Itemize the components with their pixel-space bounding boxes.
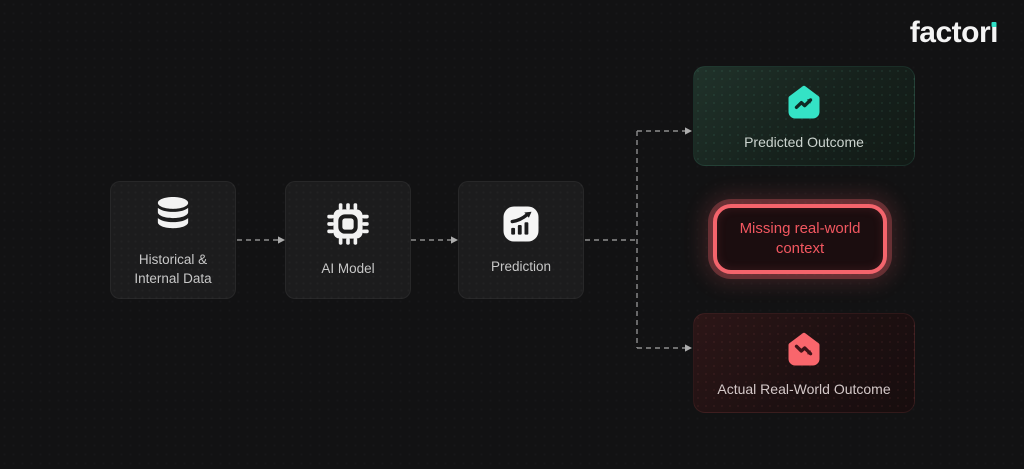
- cpu-chip-icon: [327, 203, 369, 246]
- logo-text: factor: [909, 16, 991, 49]
- house-trend-down-icon: [788, 332, 820, 365]
- node-label: AI Model: [321, 261, 375, 277]
- arrowhead-icon: [685, 127, 692, 135]
- node-actual-outcome: Actual Real-World Outcome: [693, 313, 915, 413]
- arrowhead-icon: [278, 236, 285, 244]
- trending-chart-icon: [503, 206, 539, 242]
- logo-letter-i: ı: [990, 16, 998, 49]
- arrowhead-icon: [685, 344, 692, 352]
- database-icon: [157, 197, 189, 229]
- logo-accent-dot: [991, 22, 997, 27]
- node-prediction: Prediction: [458, 181, 584, 299]
- house-trend-up-icon: [788, 85, 820, 119]
- node-missing-context: Missing real-world context: [713, 204, 887, 274]
- node-label: Actual Real-World Outcome: [717, 380, 891, 397]
- factori-logo: factorı: [909, 16, 999, 49]
- node-predicted-outcome: Predicted Outcome: [693, 66, 915, 166]
- node-label: Predicted Outcome: [744, 133, 864, 150]
- node-label: Prediction: [490, 259, 552, 275]
- node-historical-internal-data: Historical & Internal Data: [110, 181, 236, 299]
- arrowhead-icon: [451, 236, 458, 244]
- node-ai-model: AI Model: [285, 181, 411, 299]
- node-label: Historical & Internal Data: [134, 252, 212, 286]
- node-label: Missing real-world context: [739, 219, 861, 257]
